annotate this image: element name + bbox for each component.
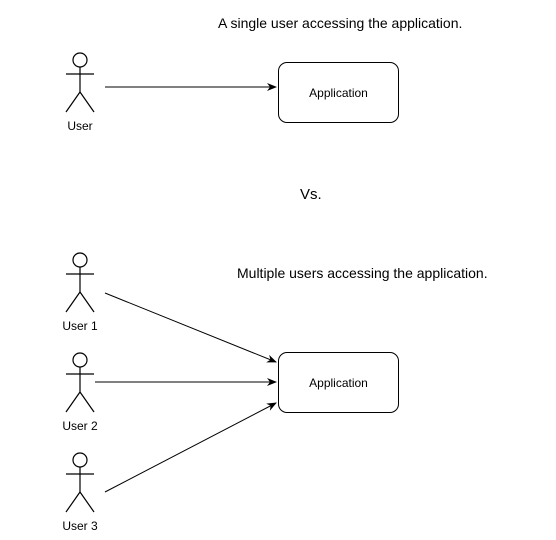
application-label-single: Application <box>309 85 368 100</box>
user-2-actor-icon <box>65 352 95 413</box>
application-label-multi: Application <box>309 375 368 390</box>
vs-separator: Vs. <box>300 186 322 203</box>
user-1-label: User 1 <box>62 319 98 333</box>
user-2-label: User 2 <box>62 419 98 433</box>
user-label: User <box>67 119 93 133</box>
user-3-to-app-arrow <box>104 402 277 493</box>
application-box-single: Application <box>278 62 399 123</box>
user-3-actor-icon <box>65 452 95 513</box>
user-1-actor-icon <box>65 252 95 313</box>
single-user-caption: A single user accessing the application. <box>218 15 463 31</box>
user-3-label: User 3 <box>62 519 98 533</box>
application-box-multi: Application <box>278 352 399 413</box>
multiple-users-caption: Multiple users accessing the application… <box>237 265 488 281</box>
user-actor-icon <box>65 52 95 113</box>
user-1-to-app-arrow <box>104 292 277 363</box>
